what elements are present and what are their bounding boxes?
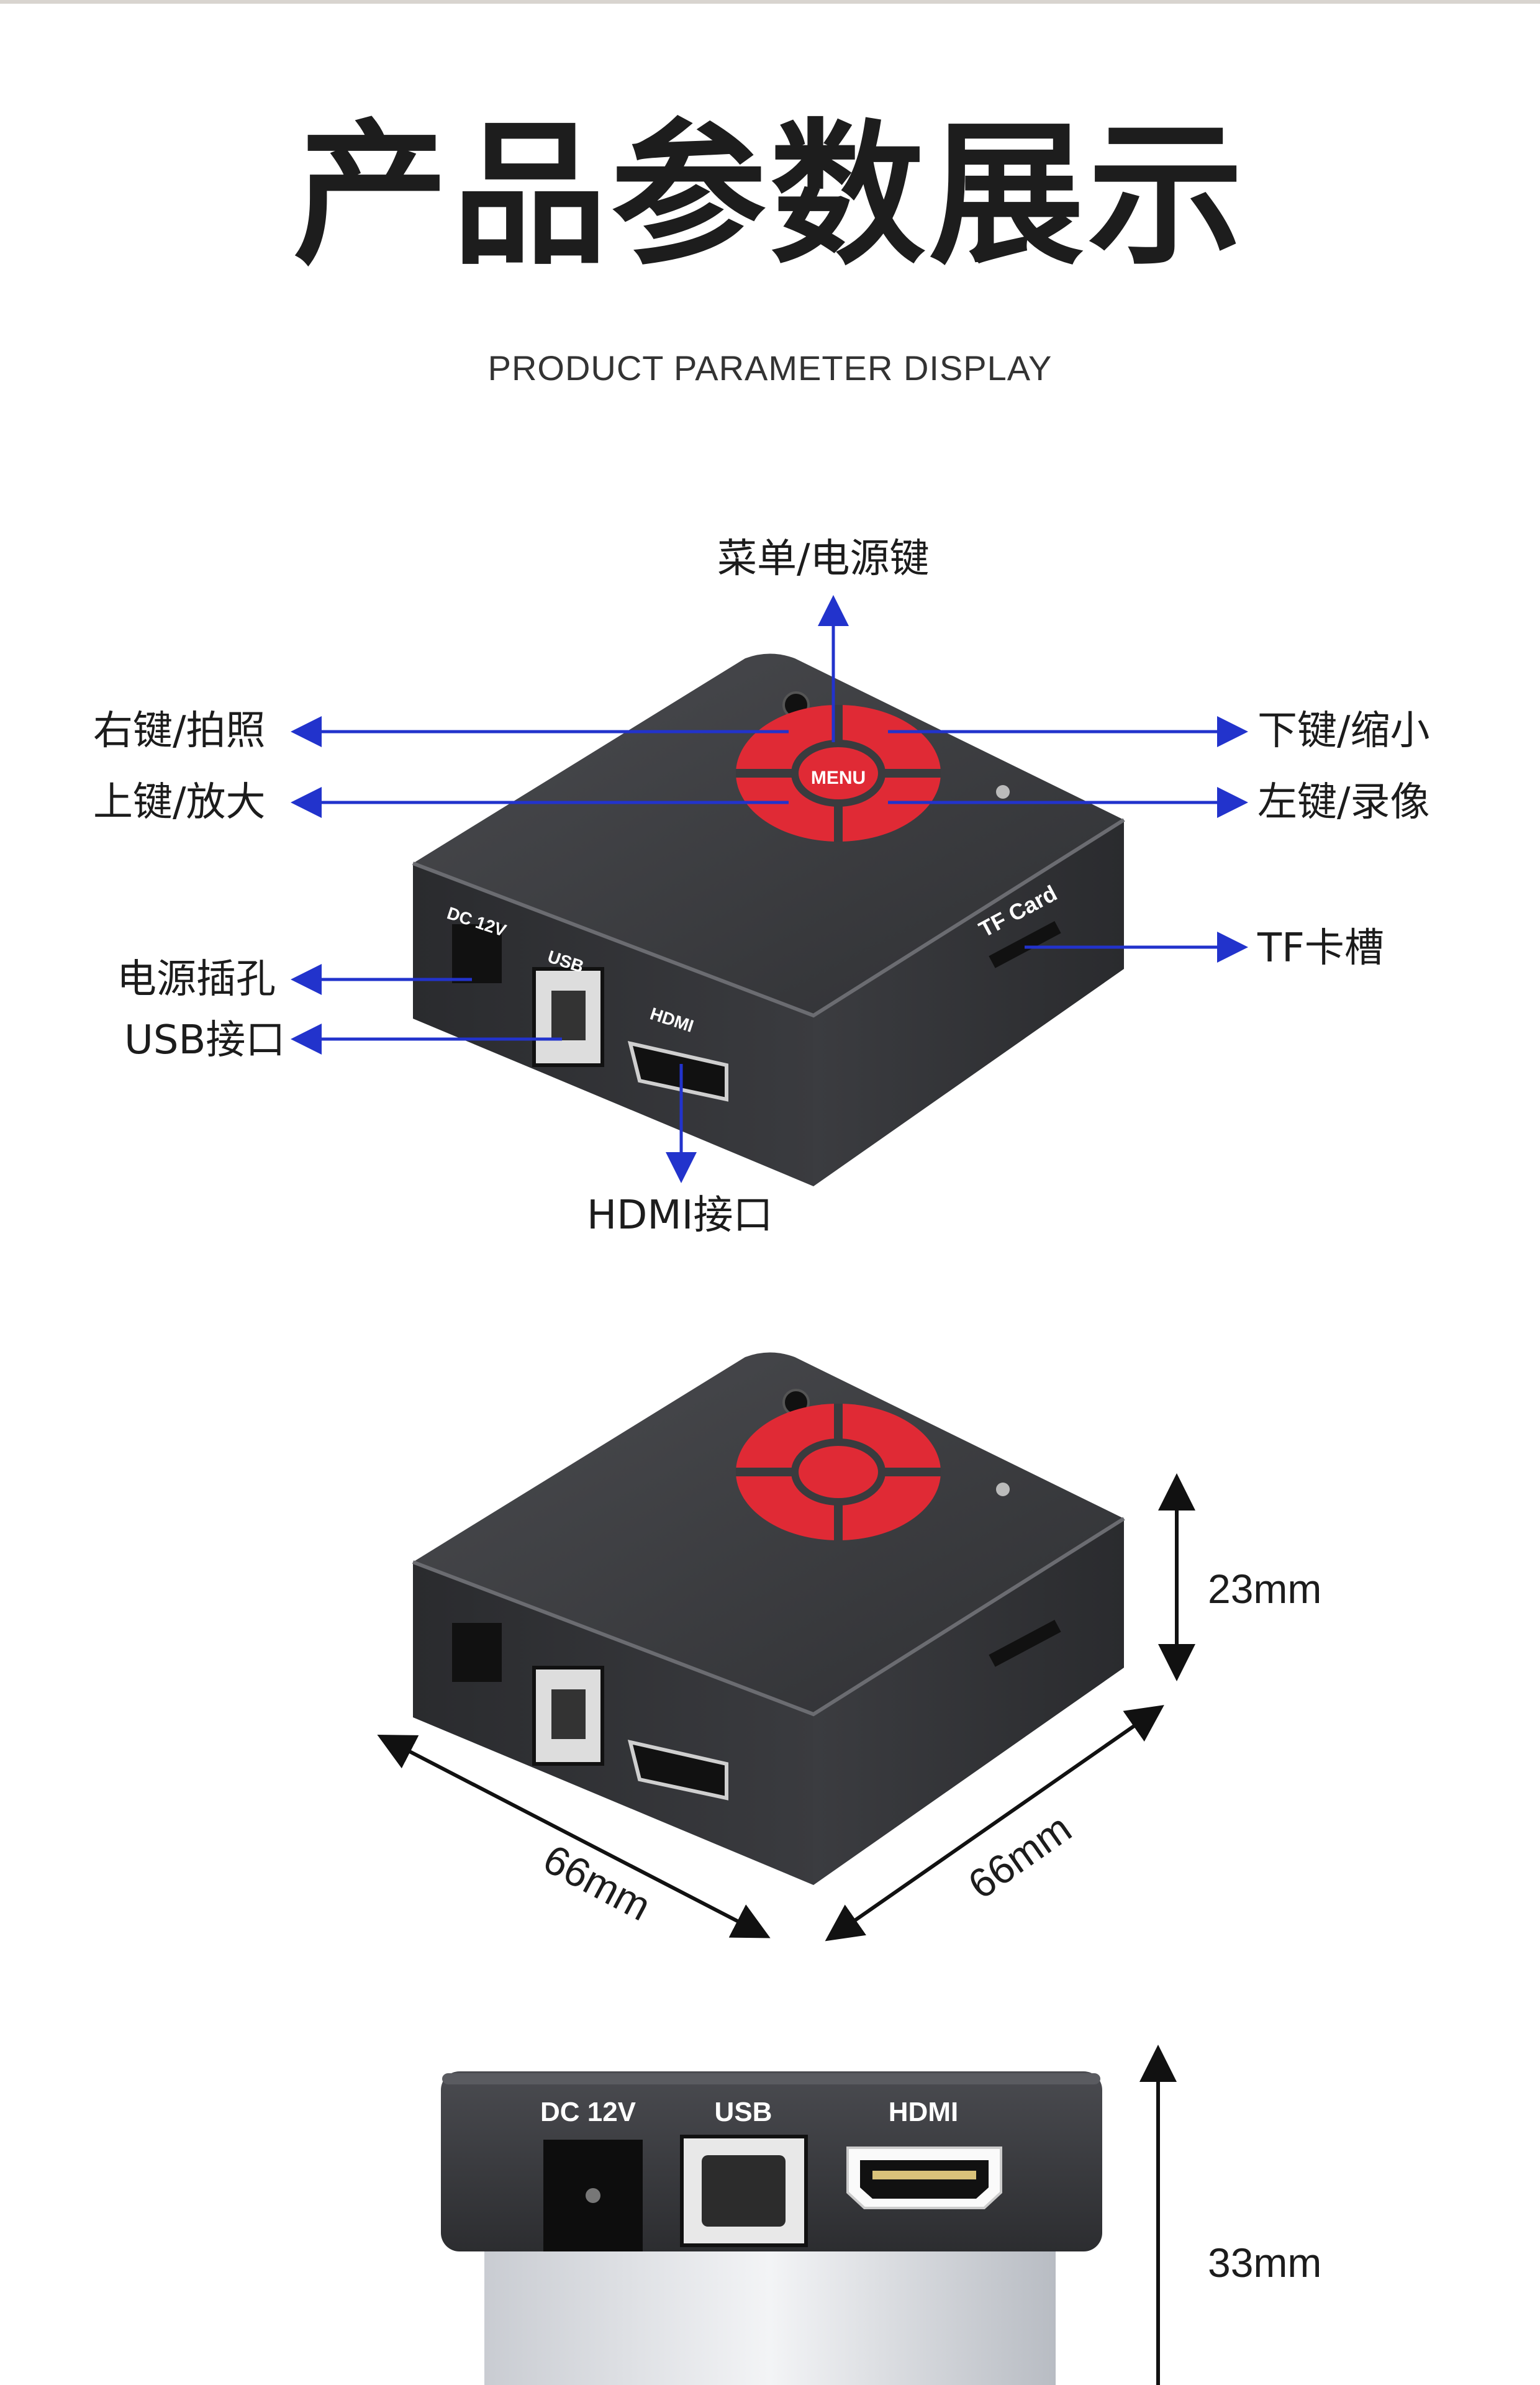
callout-usb-port: USB接口 [124, 1017, 286, 1063]
dimension-arrows [377, 1473, 1195, 1942]
dim-front-height: 33mm [1208, 2240, 1322, 2286]
callout-down-zoom-out: 下键/缩小 [1257, 708, 1430, 754]
callout-menu-power: 菜单/电源键 [717, 536, 930, 582]
callout-tf-slot: TF卡槽 [1257, 925, 1384, 971]
front-hdmi-label: HDMI [889, 2097, 958, 2127]
tf-card-slot [989, 921, 1061, 968]
device-annotated: MENU DC 12V USB HDMI TF Card [412, 653, 1125, 1186]
callout-arrows [291, 595, 1248, 1183]
power-jack-port [452, 924, 502, 983]
page-title: 产品参数展示 [293, 105, 1247, 286]
front-dc-label: DC 12V [540, 2097, 636, 2127]
callout-up-zoom-in: 上键/放大 [93, 779, 266, 825]
callout-hdmi-port: HDMI接口 [587, 1192, 773, 1238]
callout-power-jack: 电源插孔 [117, 956, 276, 1002]
hdmi-port [627, 1041, 728, 1102]
dim-width-right: 66mm [960, 1805, 1080, 1908]
front-usb-label: USB [715, 2097, 772, 2127]
device-front-view: DC 12V USB HDMI [441, 2071, 1102, 2385]
page-subtitle: PRODUCT PARAMETER DISPLAY [487, 348, 1053, 388]
dim-height: 23mm [1208, 1566, 1322, 1612]
button-cluster: MENU [736, 705, 941, 842]
callout-left-record: 左键/录像 [1257, 779, 1430, 825]
top-divider [0, 0, 1540, 4]
button-center-label: MENU [811, 768, 866, 788]
callout-right-photo: 右键/拍照 [93, 708, 266, 754]
